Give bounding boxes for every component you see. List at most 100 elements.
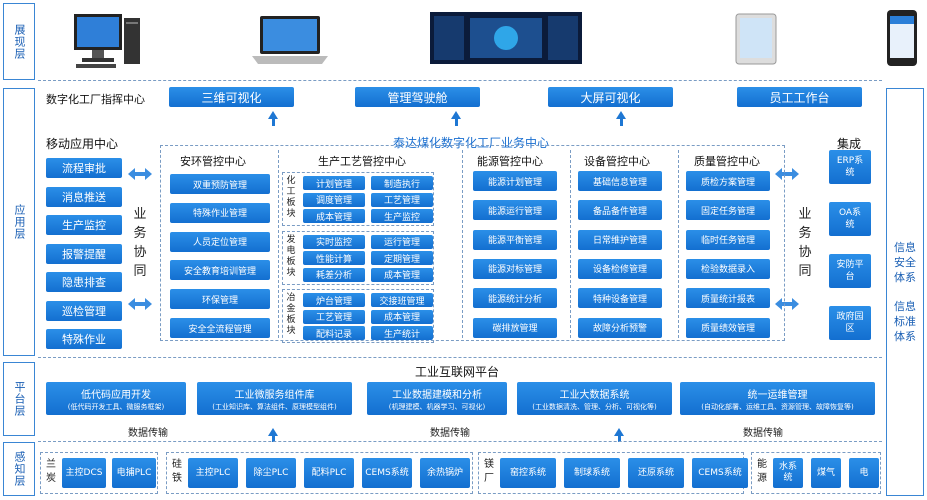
- quality-item-button[interactable]: 临时任务管理: [686, 229, 770, 250]
- safety-item-button[interactable]: 安全教育培训管理: [170, 260, 270, 281]
- process-item-button[interactable]: 工艺管理: [303, 309, 365, 324]
- process-group-frame: [282, 230, 434, 285]
- up-arrow-icon: [268, 111, 278, 119]
- process-item-button[interactable]: 性能计算: [303, 251, 365, 265]
- platform-item-name: 工业数据建模和分析: [392, 389, 482, 401]
- integration-item-button[interactable]: OA系统: [829, 202, 871, 236]
- platform-item-button[interactable]: 低代码应用开发(低代码开发工具、微服务框架): [46, 382, 186, 415]
- platform-item-name: 工业微服务组件库: [234, 389, 315, 401]
- integration-item-button[interactable]: ERP系统: [829, 150, 871, 184]
- sense-item-button[interactable]: CEMS系统: [362, 458, 412, 488]
- equip-item-button[interactable]: 基础信息管理: [578, 171, 662, 191]
- process-item-button[interactable]: 运行管理: [371, 234, 433, 249]
- energy-item-button[interactable]: 能源计划管理: [473, 171, 557, 191]
- process-group-frame: [282, 172, 434, 226]
- process-item-button[interactable]: 定期管理: [371, 251, 433, 265]
- up-arrow-icon: [451, 111, 461, 119]
- mobile-item-button[interactable]: 生产监控: [46, 215, 122, 235]
- equipment-center-title: 设备管控中心: [584, 155, 650, 168]
- arrow-stem: [617, 435, 621, 442]
- energy-item-button[interactable]: 能源对标管理: [473, 258, 557, 279]
- divider: [462, 150, 463, 338]
- process-item-button[interactable]: 配料记录: [303, 326, 365, 340]
- safety-item-button[interactable]: 人员定位管理: [170, 231, 270, 252]
- equip-item-button[interactable]: 备品备件管理: [578, 200, 662, 221]
- quality-item-button[interactable]: 质量绩效管理: [686, 317, 770, 338]
- safety-item-button[interactable]: 特殊作业管理: [170, 202, 270, 223]
- info-system-panel: 信息安全体系 信息标准体系: [886, 88, 924, 496]
- energy-item-button[interactable]: 能源平衡管理: [473, 229, 557, 250]
- sense-item-button[interactable]: 主控PLC: [188, 458, 238, 488]
- platform-item-button[interactable]: 工业大数据系统(工业数据清洗、管理、分析、可视化等): [517, 382, 672, 415]
- sense-item-button[interactable]: 配料PLC: [304, 458, 354, 488]
- process-item-button[interactable]: 生产统计: [371, 326, 433, 340]
- process-item-button[interactable]: 成本管理: [371, 267, 433, 282]
- divider: [570, 150, 571, 338]
- double-arrow-icon: [128, 168, 152, 180]
- platform-item-desc: (工业数据清洗、管理、分析、可视化等): [532, 402, 657, 411]
- process-item-button[interactable]: 耗差分析: [303, 267, 365, 282]
- integration-item-button[interactable]: 安防平台: [829, 254, 871, 288]
- management-cockpit-button[interactable]: 管理驾驶舱: [355, 87, 480, 107]
- process-item-button[interactable]: 成本管理: [303, 209, 365, 223]
- safety-item-button[interactable]: 环保管理: [170, 289, 270, 310]
- sense-item-button[interactable]: 主控DCS: [62, 458, 106, 488]
- sense-item-button[interactable]: 余热锅炉: [420, 458, 470, 488]
- quality-item-button[interactable]: 检验数据录入: [686, 258, 770, 279]
- mobile-item-button[interactable]: 巡检管理: [46, 300, 122, 321]
- platform-item-button[interactable]: 统一运维管理(自动化部署、运维工具、资源管理、故障恢复等): [680, 382, 875, 415]
- equip-item-button[interactable]: 设备检修管理: [578, 258, 662, 279]
- sense-item-button[interactable]: 电捕PLC: [112, 458, 156, 488]
- quality-item-button[interactable]: 固定任务管理: [686, 200, 770, 221]
- desktop-computer-image: [72, 10, 142, 70]
- process-item-button[interactable]: 制造执行: [371, 176, 433, 190]
- energy-item-button[interactable]: 碳排放管理: [473, 317, 557, 338]
- process-item-button[interactable]: 交接班管理: [371, 293, 433, 307]
- process-item-button[interactable]: 成本管理: [371, 309, 433, 324]
- quality-item-button[interactable]: 质量统计报表: [686, 288, 770, 309]
- process-item-button[interactable]: 调度管理: [303, 192, 365, 207]
- employee-workbench-button[interactable]: 员工工作台: [737, 87, 862, 107]
- divider: [678, 150, 679, 338]
- arrow-stem: [271, 118, 275, 126]
- platform-item-name: 统一运维管理: [747, 389, 808, 401]
- mobile-item-button[interactable]: 特殊作业: [46, 329, 122, 349]
- process-item-button[interactable]: 生产监控: [371, 209, 433, 223]
- sense-item-button[interactable]: 煤气: [811, 458, 841, 488]
- up-arrow-icon: [268, 428, 278, 436]
- mobile-item-button[interactable]: 流程审批: [46, 158, 122, 178]
- sense-item-button[interactable]: 制球系统: [564, 458, 620, 488]
- sense-item-button[interactable]: 除尘PLC: [246, 458, 296, 488]
- mobile-item-button[interactable]: 报警提醒: [46, 243, 122, 264]
- integration-item-button[interactable]: 政府园区: [829, 306, 871, 340]
- safety-item-button[interactable]: 安全全流程管理: [170, 318, 270, 338]
- platform-item-button[interactable]: 工业数据建模和分析(机理建模、机器学习、可视化): [367, 382, 507, 415]
- equip-item-button[interactable]: 特种设备管理: [578, 288, 662, 309]
- sense-group-label: 镁厂: [484, 459, 494, 484]
- arrow-stem: [454, 118, 458, 126]
- big-screen-button[interactable]: 大屏可视化: [548, 87, 673, 107]
- process-item-button[interactable]: 炉台管理: [303, 293, 365, 307]
- platform-item-button[interactable]: 工业微服务组件库(工业知识库、算法组件、原理模型组件): [197, 382, 352, 415]
- mobile-item-button[interactable]: 隐患排查: [46, 272, 122, 292]
- process-group-label: 化工板块: [286, 176, 296, 219]
- sense-item-button[interactable]: CEMS系统: [692, 458, 748, 488]
- process-group-label: 冶金板块: [286, 293, 296, 336]
- sense-item-button[interactable]: 电: [849, 458, 879, 488]
- layer-sense: 感知层: [3, 442, 35, 496]
- safety-item-button[interactable]: 双重预防管理: [170, 174, 270, 194]
- sense-item-button[interactable]: 水系统: [773, 458, 803, 488]
- energy-item-button[interactable]: 能源运行管理: [473, 200, 557, 221]
- sense-item-button[interactable]: 还原系统: [628, 458, 684, 488]
- energy-item-button[interactable]: 能源统计分析: [473, 288, 557, 309]
- process-item-button[interactable]: 实时监控: [303, 234, 365, 249]
- 3d-visual-button[interactable]: 三维可视化: [169, 87, 294, 107]
- equip-item-button[interactable]: 故障分析预警: [578, 317, 662, 338]
- mobile-item-button[interactable]: 消息推送: [46, 186, 122, 207]
- quality-item-button[interactable]: 质检方案管理: [686, 171, 770, 191]
- equip-item-button[interactable]: 日常维护管理: [578, 229, 662, 250]
- info-standard-label: 信息标准体系: [894, 300, 916, 343]
- process-item-button[interactable]: 计划管理: [303, 176, 365, 190]
- process-item-button[interactable]: 工艺管理: [371, 192, 433, 207]
- sense-item-button[interactable]: 窑控系统: [500, 458, 556, 488]
